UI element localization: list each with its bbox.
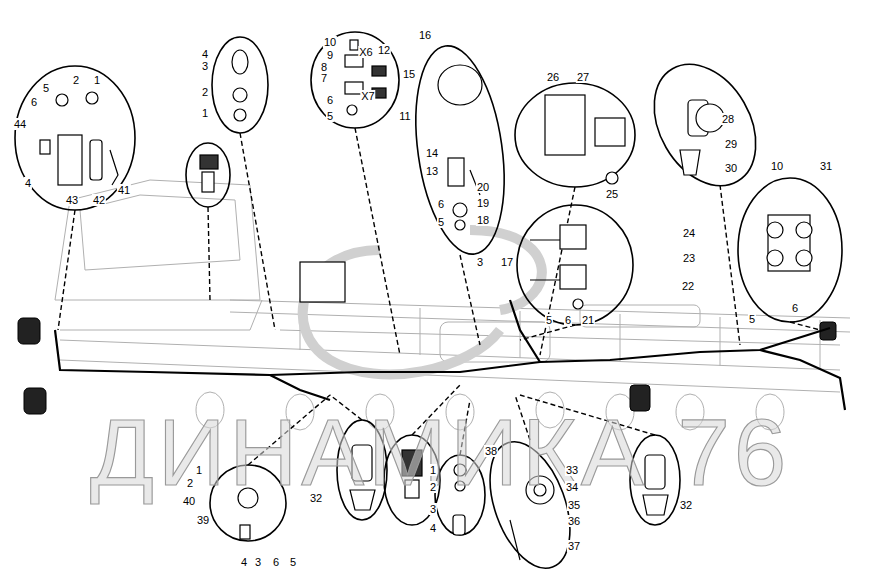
callout-number: 41	[117, 184, 131, 196]
callout-number: 23	[682, 252, 696, 264]
callout-number: 33	[565, 464, 579, 476]
callout-number: 3	[254, 556, 262, 568]
callout-number: 40	[182, 495, 196, 507]
callout-number: 2	[201, 86, 209, 98]
callout-number: X7	[360, 90, 375, 102]
callout-number: 37	[567, 540, 581, 552]
callout-number: 38	[484, 445, 498, 457]
callout-number: 1	[93, 74, 101, 86]
callout-number: 34	[565, 481, 579, 493]
callout-number: 4	[240, 556, 248, 568]
callout-number: 17	[500, 256, 514, 268]
callout-number: 36	[567, 515, 581, 527]
callout-number: 6	[791, 302, 799, 314]
callout-number: 13	[425, 165, 439, 177]
callout-number: 5	[748, 313, 756, 325]
callout-number: 22	[681, 280, 695, 292]
callout-number: 7	[320, 72, 328, 84]
callout-number: 2	[72, 74, 80, 86]
callout-number: 29	[724, 138, 738, 150]
callout-number: 2	[429, 481, 437, 493]
callout-number: 5	[545, 314, 553, 326]
callout-number: 1	[201, 107, 209, 119]
callout-number: 43	[65, 194, 79, 206]
callout-number: X6	[358, 46, 373, 58]
callout-number: 6	[30, 96, 38, 108]
callout-number: 16	[418, 29, 432, 41]
callout-number: 25	[605, 188, 619, 200]
callout-number: 26	[546, 71, 560, 83]
callout-number: 3	[476, 256, 484, 268]
callout-number: 32	[679, 499, 693, 511]
callout-number: 3	[429, 503, 437, 515]
callout-number: 4	[201, 48, 209, 60]
callout-number: 1	[195, 464, 203, 476]
callout-number: 12	[377, 44, 391, 56]
callout-number: 6	[437, 198, 445, 210]
callout-number: 30	[724, 162, 738, 174]
callout-number: 14	[425, 147, 439, 159]
callout-number: 10	[323, 36, 337, 48]
callout-number: 2	[186, 477, 194, 489]
callout-number: 28	[721, 113, 735, 125]
callout-number: 9	[326, 49, 334, 61]
callout-number: 24	[682, 227, 696, 239]
watermark: ДИНАМИКА 76	[90, 405, 790, 499]
callout-number: 3	[201, 60, 209, 72]
callout-number: 44	[13, 118, 27, 130]
callout-number: 39	[196, 514, 210, 526]
callout-number: 20	[476, 181, 490, 193]
callout-number: 10	[770, 160, 784, 172]
callout-number: 5	[289, 556, 297, 568]
callout-number: 6	[564, 314, 572, 326]
callout-number: 18	[476, 214, 490, 226]
callout-number: 21	[581, 314, 595, 326]
callout-number: 32	[309, 492, 323, 504]
callout-number: 6	[326, 94, 334, 106]
callout-number: 5	[437, 216, 445, 228]
callout-number: 5	[326, 110, 334, 122]
callout-number: 35	[567, 499, 581, 511]
callout-number: 6	[272, 556, 280, 568]
callout-number: 1	[429, 464, 437, 476]
callout-number: 27	[576, 71, 590, 83]
callout-number: 11	[398, 110, 411, 122]
callout-number: 42	[92, 194, 106, 206]
callout-number: 5	[42, 82, 50, 94]
callout-number: 4	[24, 177, 32, 189]
callout-number: 31	[819, 160, 833, 172]
callout-number: 19	[476, 197, 490, 209]
callout-number: 4	[429, 522, 437, 534]
callout-number: 15	[402, 68, 416, 80]
